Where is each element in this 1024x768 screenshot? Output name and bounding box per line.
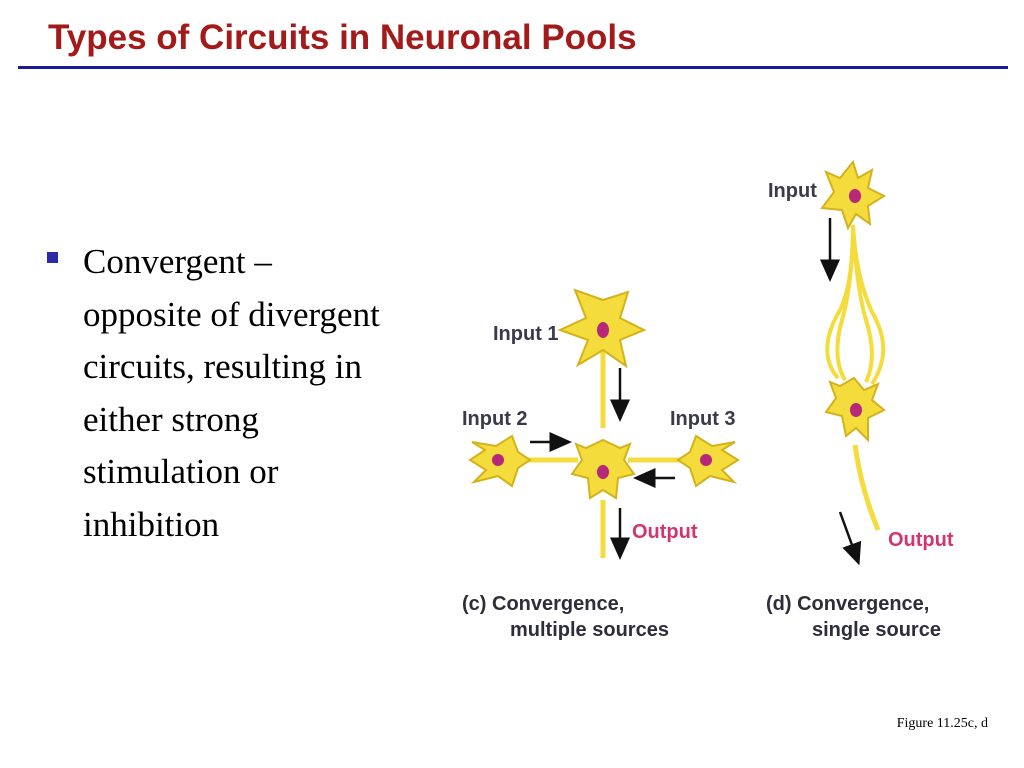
neuron-input-2 xyxy=(468,434,578,488)
label-input-2: Input 2 xyxy=(462,408,528,430)
bullet-text: Convergent – opposite of divergent circu… xyxy=(83,242,380,544)
neuron-central xyxy=(570,438,636,558)
title-divider xyxy=(18,66,1008,69)
caption-c-line1: (c) Convergence, xyxy=(462,593,624,615)
diagram-d: Input Output (d) Convergence, single sou… xyxy=(766,159,954,641)
neuron-input-3 xyxy=(628,434,740,488)
label-input-3: Input 3 xyxy=(670,408,736,430)
label-input-d: Input xyxy=(768,180,817,202)
caption-c-line2: multiple sources xyxy=(510,619,669,641)
neuron-input-d xyxy=(820,159,887,386)
slide-title: Types of Circuits in Neuronal Pools xyxy=(48,18,637,57)
arrow-output-d xyxy=(838,511,862,566)
bullet-square-icon xyxy=(47,252,58,263)
caption-d-line2: single source xyxy=(812,619,941,641)
figure-reference: Figure 11.25c, d xyxy=(896,716,988,731)
label-input-1: Input 1 xyxy=(493,323,559,345)
caption-d-line1: (d) Convergence, xyxy=(766,593,929,615)
neuron-input-1 xyxy=(557,288,647,428)
label-output-d: Output xyxy=(888,529,954,551)
diagram-c: Input 1 Input 2 Input 3 Output (c) Conve… xyxy=(462,288,740,641)
label-output-c: Output xyxy=(632,521,698,543)
neuron-output-d xyxy=(824,376,886,531)
